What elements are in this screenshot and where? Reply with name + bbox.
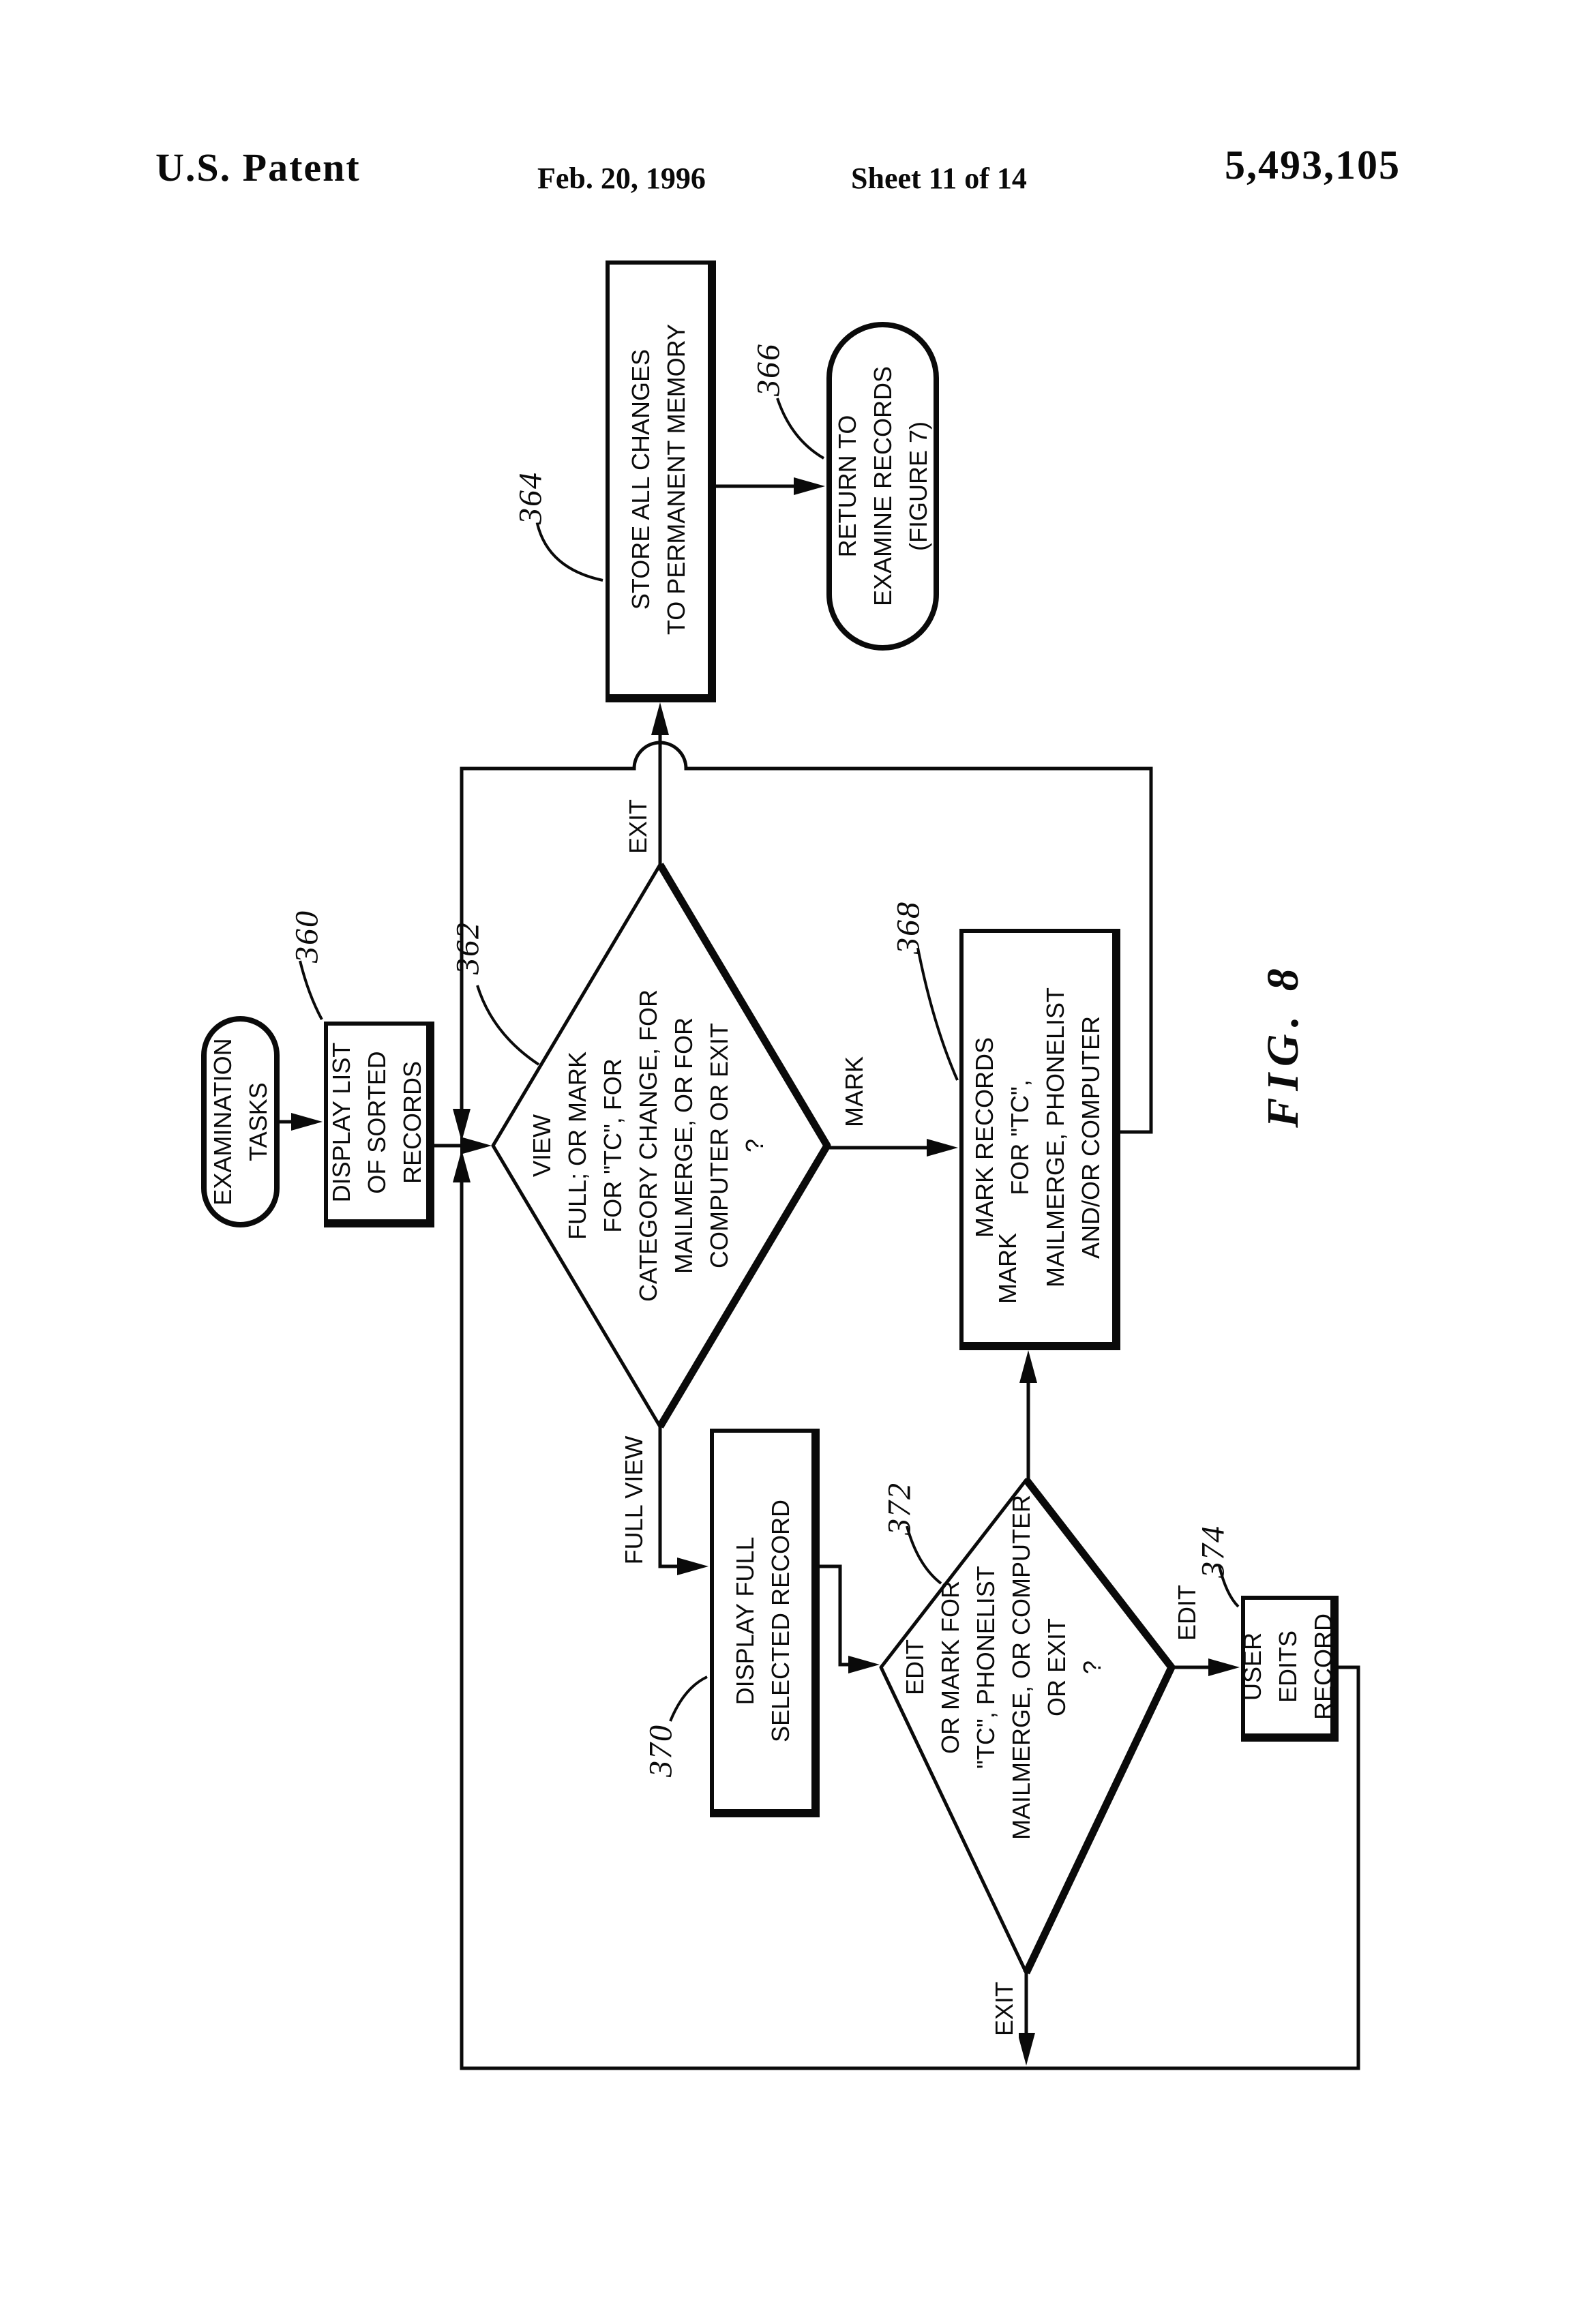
branch-label-exit-bottom: EXIT: [990, 1977, 1019, 2041]
ref-360: 360: [288, 910, 325, 963]
process-mark-records: MARK RECORDS FOR "TC", MAILMERGE, PHONEL…: [959, 929, 1120, 1350]
ref-368: 368: [890, 901, 927, 954]
ref-372: 372: [881, 1482, 918, 1535]
header-patent-label: U.S. Patent: [155, 145, 361, 190]
process-store-changes-label: STORE ALL CHANGES TO PERMANENT MEMORY: [627, 323, 690, 636]
header-patent-number: 5,493,105: [1225, 143, 1401, 188]
header-date: Feb. 20, 1996: [537, 162, 706, 195]
process-display-full-record: DISPLAY FULL SELECTED RECORD: [710, 1429, 820, 1817]
decision-diamond-362: [491, 863, 831, 1429]
process-user-edits-label: USER EDITS RECORD: [1238, 1613, 1337, 1720]
branch-label-exit-top: EXIT: [624, 794, 653, 859]
header-sheet-number: Sheet 11 of 14: [851, 162, 1027, 195]
branch-label-full-view: FULL VIEW: [620, 1431, 648, 1569]
ref-374: 374: [1195, 1525, 1232, 1578]
process-store-changes: STORE ALL CHANGES TO PERMANENT MEMORY: [606, 260, 716, 702]
edge-displayfull-edit: [820, 1564, 848, 1667]
figure-caption: FIG. 8: [1258, 962, 1308, 1128]
process-display-list-label: DISPLAY LIST OF SORTED RECORDS: [327, 1042, 426, 1203]
decision-view-label: VIEW FULL; OR MARK FOR "TC", FOR CATEGOR…: [528, 989, 768, 1302]
decision-edit-label: EDIT OR MARK FOR "TC", PHONELIST MAILMER…: [901, 1494, 1106, 1841]
terminal-return-label: RETURN TO EXAMINE RECORDS (FIGURE 7): [833, 366, 932, 607]
ref-364: 364: [512, 471, 549, 524]
process-display-list: DISPLAY LIST OF SORTED RECORDS: [324, 1022, 434, 1227]
process-user-edits-record: USER EDITS RECORD: [1238, 1596, 1339, 1742]
ref-362: 362: [449, 921, 486, 974]
branch-label-mark-edit: MARK: [994, 1228, 1022, 1309]
terminal-return-examine-records: RETURN TO EXAMINE RECORDS (FIGURE 7): [826, 322, 939, 651]
terminal-examination-tasks: EXAMINATION TASKS: [201, 1016, 280, 1227]
terminal-examination-tasks-label: EXAMINATION TASKS: [208, 1038, 272, 1206]
branch-label-mark-view: MARK: [840, 1052, 869, 1132]
edge-fullview-displayfull: [658, 1427, 677, 1568]
decision-diamond-372: [879, 1477, 1176, 1975]
arrowheads: [291, 477, 1240, 2066]
process-display-full-label: DISPLAY FULL SELECTED RECORD: [730, 1499, 794, 1743]
branch-label-edit: EDIT: [1173, 1580, 1202, 1645]
ref-366: 366: [750, 343, 787, 396]
process-mark-records-label: MARK RECORDS FOR "TC", MAILMERGE, PHONEL…: [970, 987, 1105, 1288]
ref-370: 370: [642, 1724, 679, 1777]
ref-leader-lines: [299, 398, 1240, 1722]
loop-bottom-rail: [460, 1182, 1360, 2070]
